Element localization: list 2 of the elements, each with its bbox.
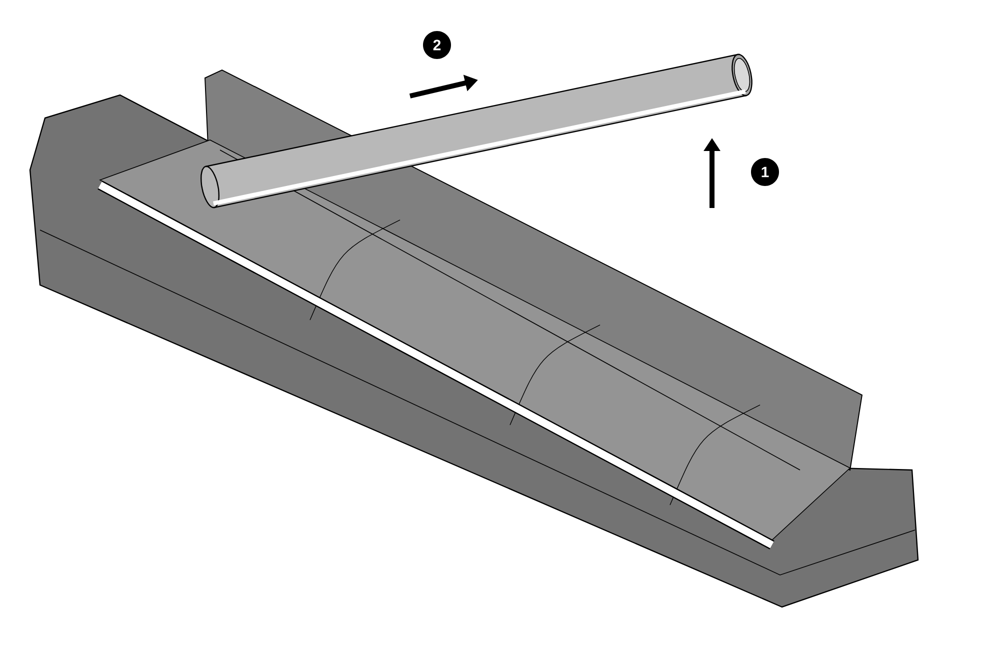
callout-number: 2 (423, 31, 451, 59)
callout-number: 1 (751, 158, 779, 186)
